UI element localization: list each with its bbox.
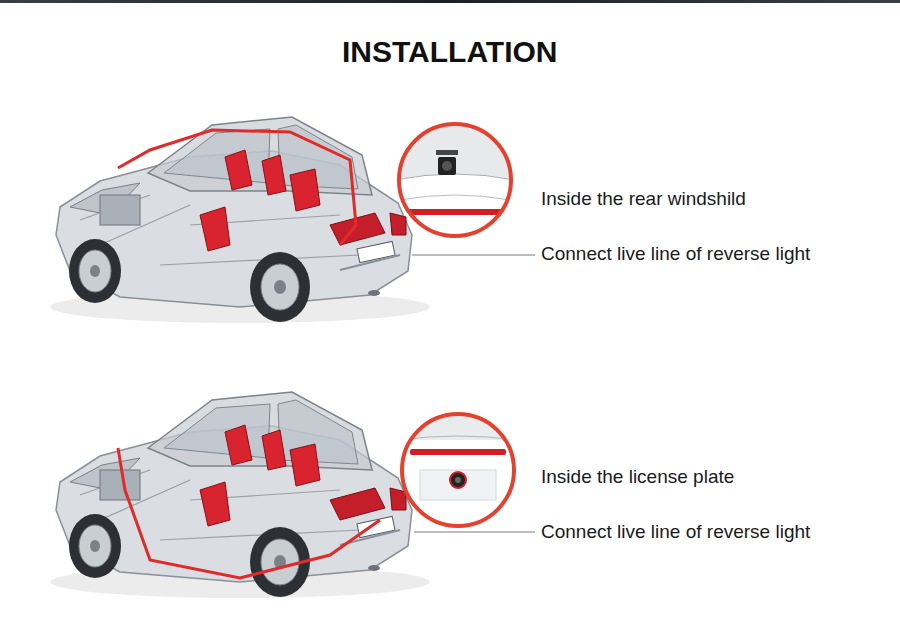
page-title: INSTALLATION bbox=[342, 34, 558, 70]
callout-label: Inside the rear windshild bbox=[541, 188, 746, 210]
callout-label: Connect live line of reverse light bbox=[541, 243, 810, 265]
callout-label: Inside the license plate bbox=[541, 466, 734, 488]
callout-label: Connect live line of reverse light bbox=[541, 521, 810, 543]
